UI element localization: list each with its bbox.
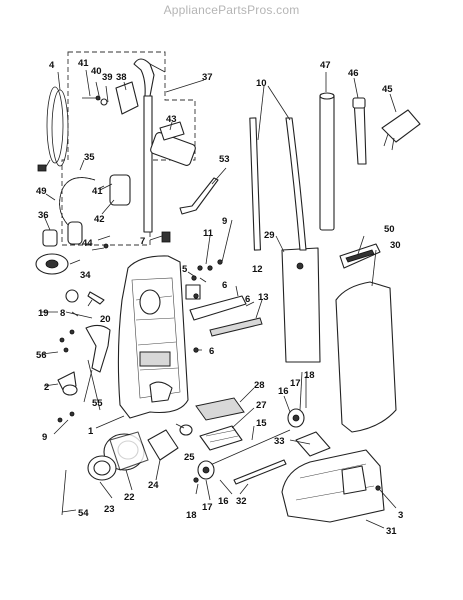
switch [161,231,171,243]
label-29: 29 [264,230,275,241]
label-16-top: 16 [278,386,289,397]
rod [65,311,93,319]
label-23: 23 [104,504,115,515]
label-39: 39 [102,72,113,83]
label-6-b: 6 [245,294,250,305]
label-47: 47 [320,60,331,71]
label-24: 24 [148,480,159,491]
label-54: 54 [78,508,89,519]
label-16-bot: 16 [218,496,229,507]
label-7: 7 [140,236,145,247]
nozzle-base [281,449,385,523]
wand-tube [319,93,335,231]
base-screw [375,485,381,491]
upper-handle [133,58,166,233]
label-4: 4 [49,60,55,71]
label-12: 12 [252,264,263,275]
label-28: 28 [254,380,265,391]
label-19: 19 [38,308,49,319]
label-17-top: 17 [290,378,301,389]
label-22: 22 [124,492,135,503]
label-13: 13 [258,292,269,303]
label-9-right: 9 [222,216,227,227]
label-42: 42 [94,214,105,225]
label-6-a: 6 [222,280,227,291]
label-11: 11 [203,228,214,239]
filter-seal-strip [209,317,263,337]
label-41-mid: 41 [92,186,103,197]
label-8: 8 [60,308,65,319]
dusting-brush [381,109,421,143]
label-55: 55 [92,398,103,409]
label-45: 45 [382,84,393,95]
label-31: 31 [386,526,397,537]
label-18-bot: 18 [186,510,197,521]
label-9-left: 9 [42,432,47,443]
label-30: 30 [390,240,401,251]
link-rod [87,359,101,411]
label-3: 3 [398,510,403,521]
wheel-axle-cap [65,289,79,303]
leader-lines [40,69,397,529]
top-latch [159,121,185,141]
handle-grip-cap [115,81,139,115]
label-49: 49 [36,186,47,197]
shaft [61,469,67,516]
label-34: 34 [80,270,91,281]
label-46: 46 [348,68,359,79]
brush-rod [233,459,287,485]
label-37: 37 [202,72,213,83]
vacuum-body [117,255,189,419]
power-cord [37,86,69,172]
label-32: 32 [236,496,247,507]
cord-hook [109,174,131,206]
label-6-c: 6 [209,346,214,357]
label-17-bot: 17 [202,502,213,513]
cord-strain-relief [179,177,219,215]
cord-wrap [189,295,247,321]
axle [207,429,291,467]
label-18-top: 18 [304,370,315,381]
hose [59,177,96,226]
label-20: 20 [100,314,111,325]
label-25: 25 [184,452,195,463]
label-50: 50 [384,224,395,235]
hose-cuff [42,229,58,247]
handle-screws [82,95,113,241]
latch-spring [87,291,105,305]
label-33: 33 [274,436,285,447]
label-5: 5 [182,264,188,275]
exhaust-filter [195,397,245,421]
label-53: 53 [219,154,230,165]
label-43: 43 [166,114,177,125]
filter-grill [199,425,243,451]
label-40: 40 [91,66,102,77]
label-36: 36 [38,210,49,221]
crevice-tool [353,99,367,165]
label-56: 56 [36,350,47,361]
extension-wand [249,117,261,251]
label-41-top: 41 [78,58,89,69]
bag-door [335,281,397,433]
label-38: 38 [116,72,127,83]
fan-housing [147,429,179,461]
fasteners [57,243,223,423]
callout-labels: 4 41 40 39 38 37 43 35 49 41 36 42 53 7 … [36,58,403,537]
label-10: 10 [256,78,267,89]
hose-hook [150,132,196,166]
label-27: 27 [256,400,267,411]
label-15: 15 [256,418,267,429]
wand-holder [85,324,111,373]
label-35: 35 [84,152,95,163]
label-2: 2 [44,382,49,393]
label-44: 44 [82,238,93,249]
label-1: 1 [88,426,94,437]
foot-pedal-knob [62,384,78,396]
nozzle-cover [295,431,331,457]
watermark-text: AppliancePartsPros.com [163,3,300,17]
